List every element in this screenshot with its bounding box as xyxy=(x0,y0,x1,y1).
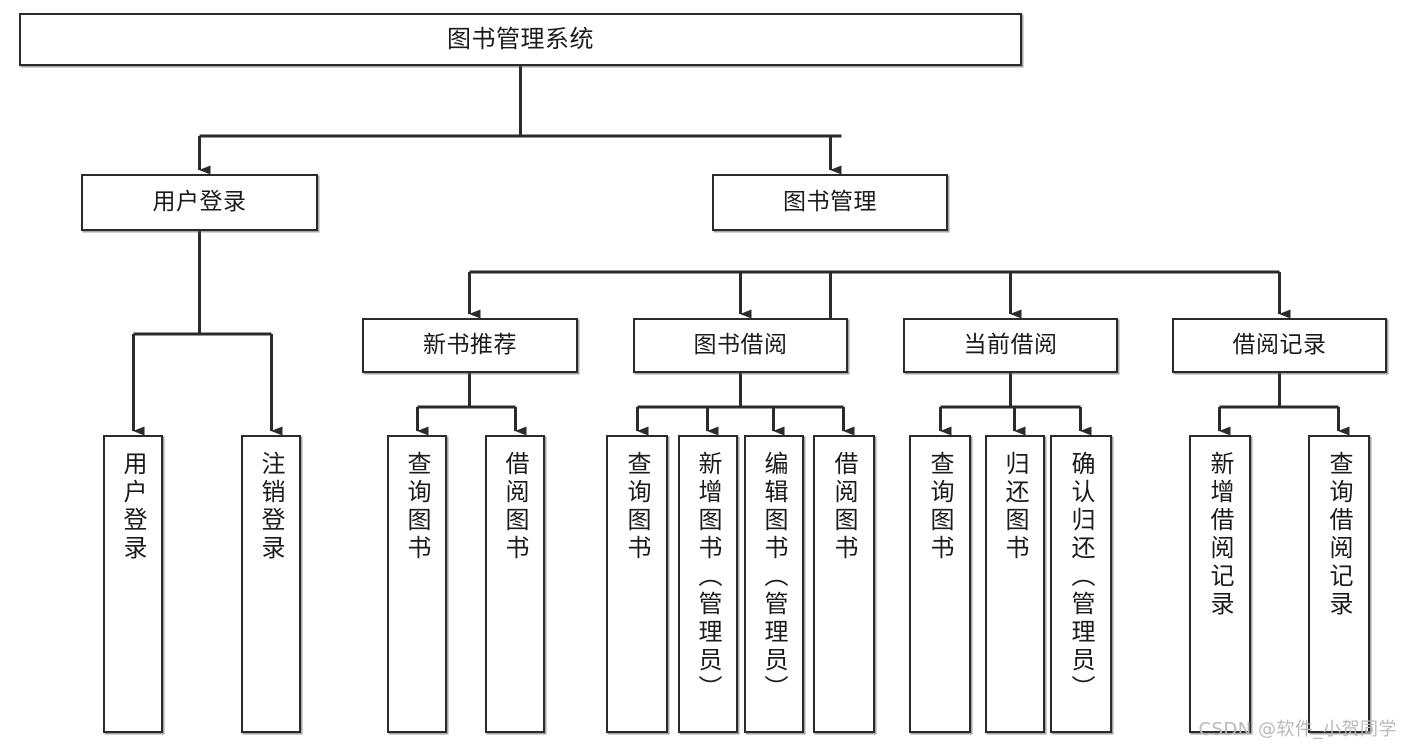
node-borrow-record[interactable]: 借阅记录 xyxy=(1172,318,1387,373)
leaf-add-book-admin-label: 新增图书（管理员） xyxy=(694,451,722,703)
leaf-add-book-admin[interactable]: 新增图书（管理员） xyxy=(678,435,738,733)
leaf-query-borrow-record[interactable]: 查询借阅记录 xyxy=(1308,435,1370,733)
leaf-query-borrow-record-label: 查询借阅记录 xyxy=(1325,451,1353,619)
leaf-return-book-label: 归还图书 xyxy=(1001,451,1029,563)
leaf-query-book-borrow-label: 查询图书 xyxy=(623,451,651,563)
leaf-borrow-book-label: 借阅图书 xyxy=(830,451,858,563)
leaf-query-book-recommend[interactable]: 查询图书 xyxy=(387,435,447,733)
leaf-edit-book-admin-label: 编辑图书（管理员） xyxy=(760,451,788,703)
node-new-book-recommend-label: 新书推荐 xyxy=(423,331,517,358)
leaf-user-login[interactable]: 用户登录 xyxy=(103,435,163,733)
node-book-borrow-label: 图书借阅 xyxy=(693,331,788,358)
leaf-borrow-book[interactable]: 借阅图书 xyxy=(813,435,875,733)
node-book-manage-label: 图书管理 xyxy=(783,188,877,215)
node-root-label: 图书管理系统 xyxy=(447,25,594,54)
node-book-manage[interactable]: 图书管理 xyxy=(712,174,948,231)
node-current-borrow[interactable]: 当前借阅 xyxy=(903,318,1118,373)
csdn-watermark: CSDN @软件_小贺同学 xyxy=(1198,719,1397,740)
leaf-confirm-return-admin-label: 确认归还（管理员） xyxy=(1067,451,1095,703)
node-root[interactable]: 图书管理系统 xyxy=(19,13,1022,66)
node-borrow-record-label: 借阅记录 xyxy=(1232,331,1327,358)
leaf-query-book-current-label: 查询图书 xyxy=(926,451,954,563)
node-new-book-recommend[interactable]: 新书推荐 xyxy=(362,318,578,373)
node-book-borrow[interactable]: 图书借阅 xyxy=(633,318,848,373)
leaf-return-book[interactable]: 归还图书 xyxy=(985,435,1045,733)
leaf-edit-book-admin[interactable]: 编辑图书（管理员） xyxy=(744,435,804,733)
node-user-login-label: 用户登录 xyxy=(152,188,247,215)
leaf-borrow-book-recommend[interactable]: 借阅图书 xyxy=(485,435,545,733)
leaf-add-borrow-record-label: 新增借阅记录 xyxy=(1206,451,1234,619)
leaf-add-borrow-record[interactable]: 新增借阅记录 xyxy=(1189,435,1251,733)
node-user-login[interactable]: 用户登录 xyxy=(81,174,318,231)
leaf-logout-login-label: 注销登录 xyxy=(257,451,285,563)
node-current-borrow-label: 当前借阅 xyxy=(963,331,1058,358)
leaf-confirm-return-admin[interactable]: 确认归还（管理员） xyxy=(1050,435,1112,733)
leaf-query-book-borrow[interactable]: 查询图书 xyxy=(606,435,668,733)
leaf-borrow-book-recommend-label: 借阅图书 xyxy=(501,451,529,563)
leaf-query-book-current[interactable]: 查询图书 xyxy=(909,435,971,733)
leaf-user-login-label: 用户登录 xyxy=(119,451,147,563)
leaf-logout-login[interactable]: 注销登录 xyxy=(241,435,301,733)
leaf-query-book-recommend-label: 查询图书 xyxy=(403,451,431,563)
